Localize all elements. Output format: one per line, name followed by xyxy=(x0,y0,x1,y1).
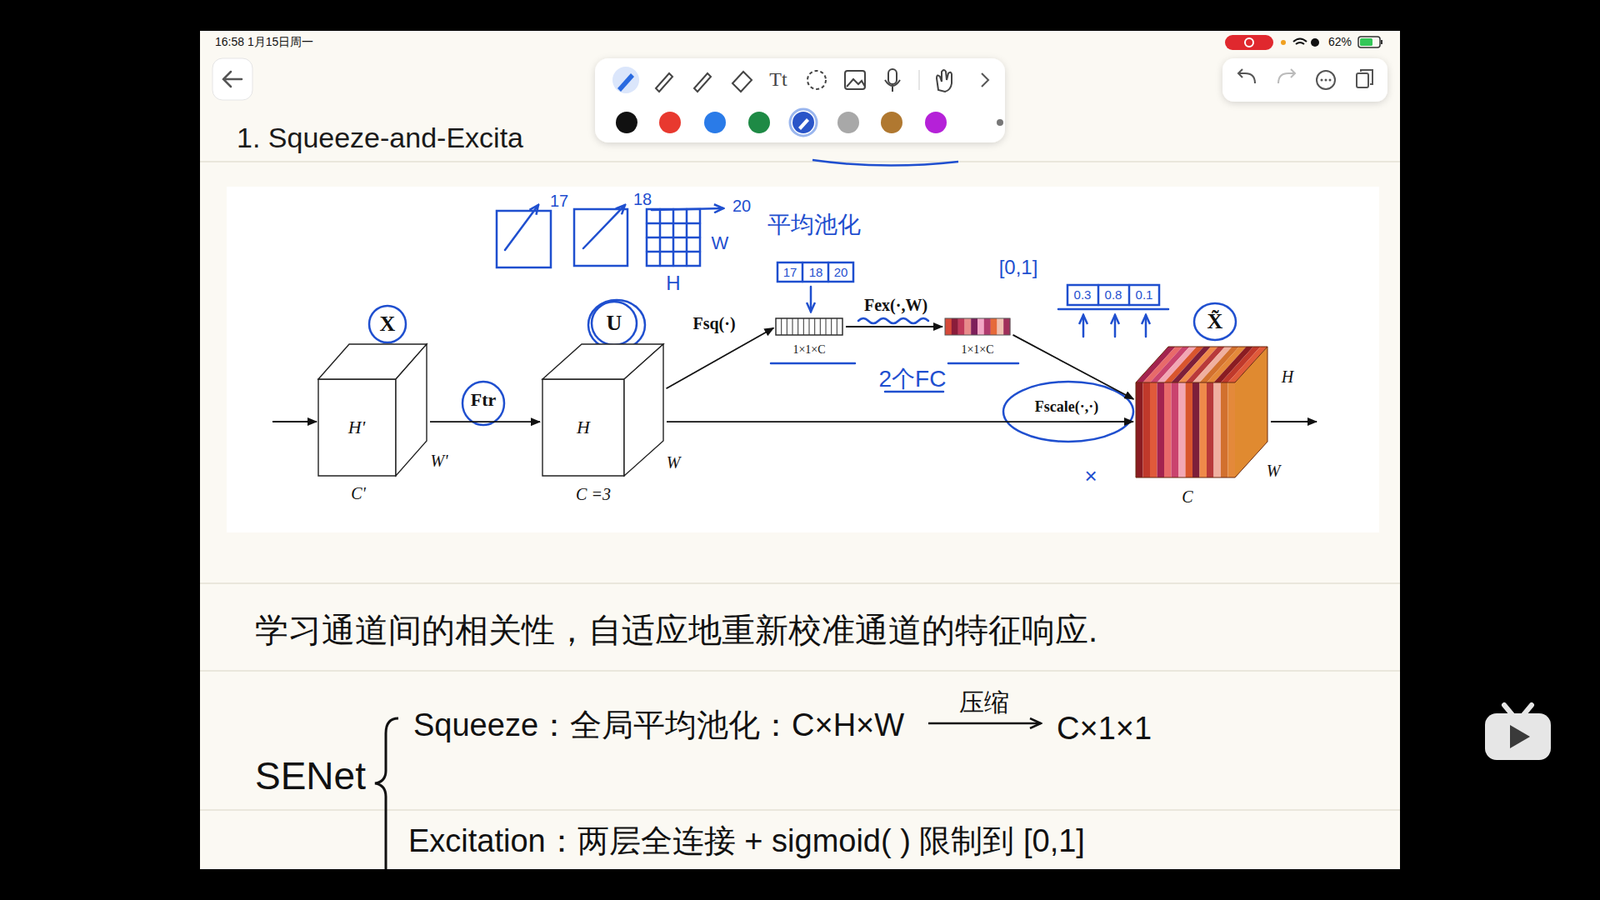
output-tensor: X̃HWC xyxy=(1135,346,1268,478)
vector-cell: 0.3 xyxy=(1074,287,1092,302)
status-text: 16:58 1月15日周一 xyxy=(215,35,314,49)
vector-cell: 0.1 xyxy=(1135,287,1154,302)
dimension-label: C' xyxy=(350,484,366,504)
vector-cell: 20 xyxy=(834,265,849,280)
dimension-label: W' xyxy=(430,451,449,471)
dimension-label: W xyxy=(711,232,730,254)
dimension-label: W xyxy=(666,453,681,473)
text-tool-icon: Tt xyxy=(769,68,787,92)
operator-label: Fsq(·) xyxy=(690,314,737,334)
range-note: [0,1] xyxy=(999,255,1039,280)
dimension-label: H xyxy=(1281,367,1294,387)
tensor-symbol: X̃ xyxy=(1207,309,1224,335)
dimension-label: 1×1×C xyxy=(792,343,825,357)
operator-label: Fex(·,W) xyxy=(862,295,930,315)
input-tensor: XH'W'C' xyxy=(318,344,427,476)
operator-mark: × xyxy=(1084,464,1097,490)
arrow-label: 压缩 xyxy=(959,688,1010,718)
dimension-label: H xyxy=(665,271,680,295)
note-number: 17 xyxy=(550,191,569,211)
note-number: 18 xyxy=(633,190,652,210)
flow-arrow xyxy=(845,325,943,328)
dimension-label: H xyxy=(576,416,590,438)
note-number: 20 xyxy=(732,196,751,216)
dimension-label: H' xyxy=(348,416,366,438)
note-heading: SENet xyxy=(255,754,366,799)
vector-cell: 18 xyxy=(809,265,824,280)
squeeze-vector: 1×1×C xyxy=(775,318,843,335)
flow-arrow xyxy=(666,328,775,390)
shape-outline xyxy=(542,344,664,476)
operator-label: Ftr xyxy=(469,389,499,410)
section-title: 1. Squeeze-and-Excita xyxy=(236,121,524,155)
shape-outline xyxy=(1135,346,1268,478)
tensor-symbol: X xyxy=(380,311,396,337)
vector-cell: 0.8 xyxy=(1105,287,1123,302)
note-text: C×1×1 xyxy=(1056,710,1152,748)
flow-arrow xyxy=(1013,335,1135,400)
dimension-label: C xyxy=(1181,487,1193,507)
flow-arrow xyxy=(666,420,1134,423)
battery-percent: 62% xyxy=(1328,35,1352,49)
tensor-symbol: U xyxy=(606,310,623,336)
note-text: 2个FC xyxy=(879,365,947,393)
flow-arrow xyxy=(430,420,540,423)
excitation-vector: 1×1×C xyxy=(945,318,1010,335)
vector-cell: 17 xyxy=(783,265,798,280)
note-text: Squeeze：全局平均池化：C×H×W xyxy=(413,707,905,745)
dimension-label: W xyxy=(1266,461,1281,481)
shape-outline xyxy=(945,318,1010,335)
dimension-label: 1×1×C xyxy=(960,343,994,357)
feature-tensor: UHWC =3 xyxy=(542,344,664,476)
shape-outline xyxy=(775,318,843,335)
operator-label: Fscale(·,·) xyxy=(1033,398,1100,416)
dimension-label: C =3 xyxy=(575,485,611,505)
note-text: Excitation：两层全连接 + sigmoid( ) 限制到 [0,1] xyxy=(408,823,1085,860)
note-text: 学习通道间的相关性，自适应地重新校准通道的特征响应. xyxy=(255,610,1098,650)
shape-outline xyxy=(318,344,427,476)
note-text: 平均池化 xyxy=(767,211,861,239)
